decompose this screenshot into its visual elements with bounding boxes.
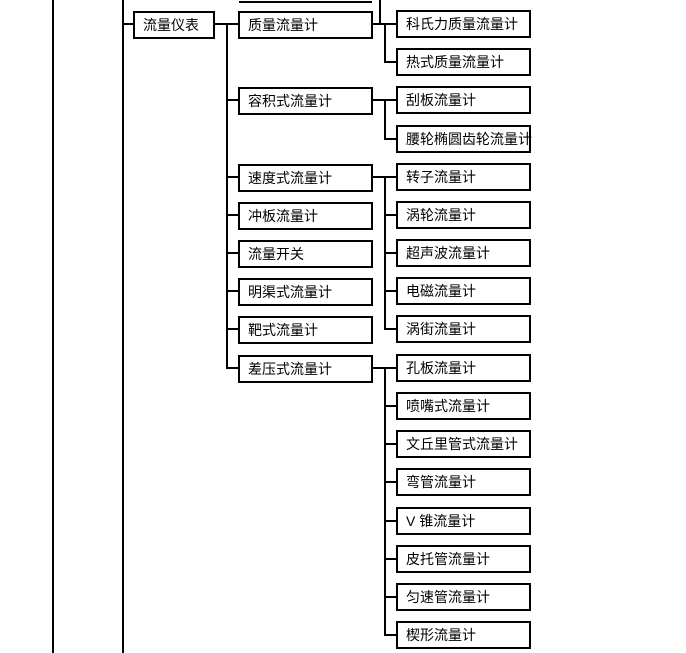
node-leaf: 转子流量计 (396, 163, 531, 191)
left-rail-inner (122, 0, 124, 653)
cropped-box-bottom-edge (239, 1, 372, 3)
branch-connector (385, 520, 396, 522)
branch-connector (385, 252, 396, 254)
node-leaf: 刮板流量计 (396, 86, 531, 114)
node-leaf: 文丘里管式流量计 (396, 430, 531, 458)
node-category: 容积式流量计 (238, 87, 373, 115)
node-category: 质量流量计 (238, 11, 373, 39)
branch-connector (385, 214, 396, 216)
cropped-connector-stub (379, 0, 381, 25)
node-category: 靶式流量计 (238, 316, 373, 344)
trunk-level1 (226, 24, 228, 369)
node-leaf: 匀速管流量计 (396, 583, 531, 611)
node-leaf: 喷嘴式流量计 (396, 392, 531, 420)
branch-connector (227, 23, 238, 25)
trunk-level2 (384, 368, 386, 636)
branch-connector (385, 596, 396, 598)
node-leaf: 楔形流量计 (396, 621, 531, 649)
trunk-level2 (384, 24, 386, 63)
node-root: 流量仪表 (133, 11, 215, 39)
branch-connector (385, 558, 396, 560)
branch-connector (385, 634, 396, 636)
node-leaf: 科氏力质量流量计 (396, 10, 531, 38)
branch-connector (227, 176, 238, 178)
branch-connector (227, 99, 238, 101)
node-leaf: 热式质量流量计 (396, 48, 531, 76)
branch-connector (227, 290, 238, 292)
node-category: 冲板流量计 (238, 202, 373, 230)
branch-connector (385, 405, 396, 407)
branch-connector (227, 367, 238, 369)
node-leaf: 涡街流量计 (396, 315, 531, 343)
branch-connector (385, 290, 396, 292)
left-rail-outer (52, 0, 54, 653)
node-leaf: 皮托管流量计 (396, 545, 531, 573)
branch-connector (227, 252, 238, 254)
node-leaf: 孔板流量计 (396, 354, 531, 382)
node-category: 明渠式流量计 (238, 278, 373, 306)
node-leaf: 电磁流量计 (396, 277, 531, 305)
trunk-level2 (384, 100, 386, 140)
branch-connector (227, 214, 238, 216)
node-leaf: 弯管流量计 (396, 468, 531, 496)
node-leaf: 腰轮椭圆齿轮流量计 (396, 125, 532, 153)
branch-connector (385, 328, 396, 330)
branch-connector (385, 61, 396, 63)
branch-connector (385, 443, 396, 445)
node-leaf: 涡轮流量计 (396, 201, 531, 229)
node-leaf: V 锥流量计 (396, 507, 531, 535)
node-leaf: 超声波流量计 (396, 239, 531, 267)
branch-connector (227, 328, 238, 330)
node-category: 流量开关 (238, 240, 373, 268)
node-category: 差压式流量计 (238, 355, 373, 383)
rail-to-root-connector (123, 23, 133, 25)
branch-connector (385, 138, 396, 140)
branch-connector (385, 481, 396, 483)
node-category: 速度式流量计 (238, 164, 373, 192)
